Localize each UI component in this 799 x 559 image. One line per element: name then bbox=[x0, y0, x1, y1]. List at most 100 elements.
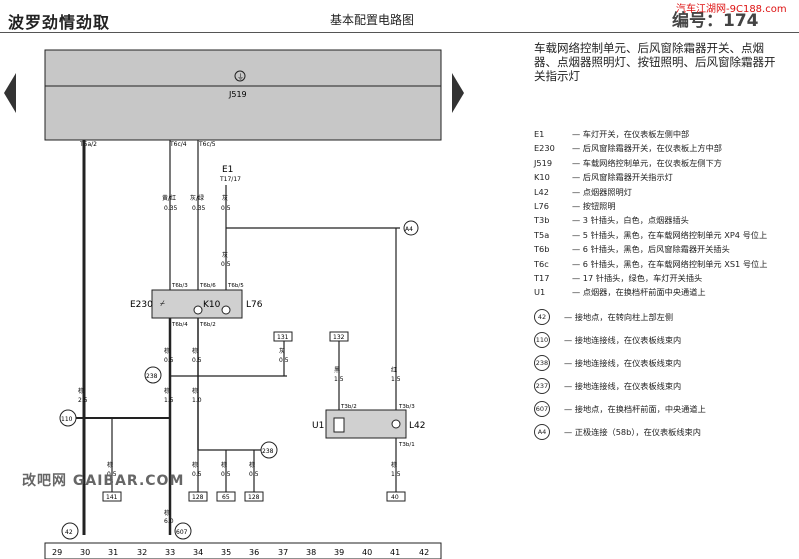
ref-number: 128 bbox=[192, 494, 204, 501]
u1-label: U1 bbox=[312, 421, 324, 431]
e230-label: E230 bbox=[130, 300, 153, 310]
legend-text: — 点烟器，在换档杆前面中央通道上 bbox=[572, 287, 706, 298]
legend-row: T6b— 6 针插头，黑色，后风窗除霜器开关插头 bbox=[534, 242, 796, 256]
a4-label: A4 bbox=[405, 226, 413, 233]
column-number: 31 bbox=[108, 548, 118, 557]
column-number: 39 bbox=[334, 548, 344, 557]
wire-size: 0.35 bbox=[192, 205, 206, 212]
wire-color: 棕 bbox=[107, 461, 113, 469]
legend-row: U1 — 点烟器，在换档杆前面中央通道上 bbox=[534, 285, 796, 299]
ref-box bbox=[244, 491, 264, 502]
wire-size: 0.5 bbox=[279, 357, 289, 364]
wire-color: 黄/红 bbox=[162, 194, 176, 202]
column-number: 40 bbox=[362, 548, 372, 557]
l76-lamp-icon bbox=[221, 305, 231, 315]
l76-label: L76 bbox=[246, 300, 263, 310]
node-label: 238 bbox=[146, 373, 158, 380]
column-number: 37 bbox=[278, 548, 288, 557]
previous-page-arrow[interactable] bbox=[4, 73, 16, 113]
ground-238-node bbox=[144, 366, 162, 384]
j519-control-unit bbox=[44, 49, 442, 141]
ref-box bbox=[188, 491, 208, 502]
wire-color: 灰/绿 bbox=[190, 194, 204, 202]
column-number: 38 bbox=[306, 548, 316, 557]
legend-text: — 后风窗除霜器开关指示灯 bbox=[572, 172, 673, 183]
connector-symbol: A4 bbox=[534, 424, 550, 441]
wire-size: 0.5 bbox=[192, 357, 202, 364]
wire-size: 0.5 bbox=[164, 357, 174, 364]
wire-color: 黑 bbox=[334, 367, 340, 374]
legend-row: 42— 接地点，在转向柱上部左侧 bbox=[534, 306, 796, 329]
wire-color: 棕 bbox=[164, 387, 170, 395]
k10-lamp-icon bbox=[193, 305, 203, 315]
wire-color: 棕 bbox=[391, 461, 397, 469]
pin-label: T6b/3 bbox=[171, 283, 188, 289]
legend-code: T6b bbox=[534, 244, 550, 255]
column-number: 33 bbox=[165, 548, 175, 557]
legend-row: E230— 后风窗除霜器开关，在仪表板上方中部 bbox=[534, 141, 796, 155]
ground-238-node bbox=[260, 441, 278, 459]
pin-label: T6b/5 bbox=[227, 283, 244, 289]
pin-label: T3b/2 bbox=[340, 404, 357, 410]
legend-code: T5a bbox=[534, 229, 550, 240]
ground-110-node bbox=[59, 409, 77, 427]
legend-row: 110— 接地连接线，在仪表板线束内 bbox=[534, 329, 796, 352]
wire-color: 棕 bbox=[78, 387, 84, 395]
l42-lamp-icon bbox=[391, 419, 401, 429]
switch-icon: ⌿ bbox=[160, 299, 165, 308]
legend-text: — 接地连接线，在仪表板线束内 bbox=[564, 357, 682, 368]
column-number: 29 bbox=[52, 548, 62, 557]
legend-text: — 正极连接（58b），在仪表板线束内 bbox=[564, 426, 701, 437]
legend-code: T3b bbox=[534, 215, 550, 226]
ground-symbol: 607 bbox=[534, 401, 550, 418]
wire-color: 灰 bbox=[222, 251, 228, 259]
pin-label: T6b/6 bbox=[199, 283, 216, 289]
column-number: 36 bbox=[249, 548, 259, 557]
wire-size: 1.5 bbox=[164, 397, 174, 404]
wire-color: 棕 bbox=[249, 461, 255, 469]
legend-text: — 5 针插头，黑色，在车载网络控制单元 XP4 号位上 bbox=[572, 229, 768, 240]
legend-text: — 17 针插头，绿色，车灯开关插头 bbox=[572, 272, 703, 283]
pin-label: T3b/3 bbox=[398, 404, 415, 410]
ground-607-node bbox=[174, 522, 192, 540]
legend-code: L76 bbox=[534, 200, 549, 211]
site-watermark: 汽车江湖网-9C188.com bbox=[676, 4, 787, 15]
next-page-arrow[interactable] bbox=[452, 73, 464, 113]
legend-code: U1 bbox=[534, 287, 546, 298]
wire-color: 灰 bbox=[222, 194, 228, 202]
circuit-description: 车载网络控制单元、后风窗除霜器开关、点烟器、点烟器照明灯、按钮照明、后风窗除霜器… bbox=[534, 41, 776, 83]
legend-text: — 3 针插头，白色，点烟器插头 bbox=[572, 215, 689, 226]
ground-symbol: 238 bbox=[534, 355, 550, 372]
gaibar-watermark: 改吧网 GAIBAR.COM bbox=[22, 473, 185, 489]
wire-color: 棕 bbox=[221, 461, 227, 469]
ground-symbol: 110 bbox=[534, 332, 550, 349]
node-label: 238 bbox=[262, 448, 274, 455]
legend-code: T17 bbox=[534, 272, 550, 283]
wire-color: 棕 bbox=[164, 347, 170, 355]
ref-number: 132 bbox=[333, 334, 345, 341]
ground-symbol: 237 bbox=[534, 378, 550, 395]
legend-code: E1 bbox=[534, 129, 545, 139]
legend-row: T6c— 6 针插头，黑色，在车载网络控制单元 XS1 号位上 bbox=[534, 257, 796, 271]
legend-row: T17 — 17 针插头，绿色，车灯开关插头 bbox=[534, 271, 796, 285]
wire-size: 1.5 bbox=[391, 376, 401, 383]
legend-row: J519— 车载网络控制单元，在仪表板左侧下方 bbox=[534, 156, 796, 170]
ground-glyph: ⏚ bbox=[237, 73, 244, 81]
wire-size: 0.5 bbox=[221, 205, 231, 212]
ref-number: 131 bbox=[277, 334, 289, 341]
k10-label: K10 bbox=[203, 300, 221, 310]
component-legend: E1— 车灯开关，在仪表板左侧中部 E230— 后风窗除霜器开关，在仪表板上方中… bbox=[534, 127, 796, 444]
ref-number: 65 bbox=[222, 494, 230, 501]
ref-box bbox=[216, 491, 236, 502]
ref-number: 128 bbox=[248, 494, 260, 501]
column-number: 34 bbox=[193, 548, 203, 557]
ground-42-node bbox=[61, 522, 79, 540]
legend-text: — 6 针插头，黑色，在车载网络控制单元 XS1 号位上 bbox=[572, 258, 768, 269]
wire-size: 0.5 bbox=[249, 471, 259, 478]
column-number: 30 bbox=[80, 548, 90, 557]
ref-number: 141 bbox=[106, 494, 118, 501]
column-number: 41 bbox=[390, 548, 400, 557]
vehicle-model-title: 波罗劲情劲取 bbox=[8, 13, 111, 32]
wire-size: 0.5 bbox=[107, 471, 117, 478]
